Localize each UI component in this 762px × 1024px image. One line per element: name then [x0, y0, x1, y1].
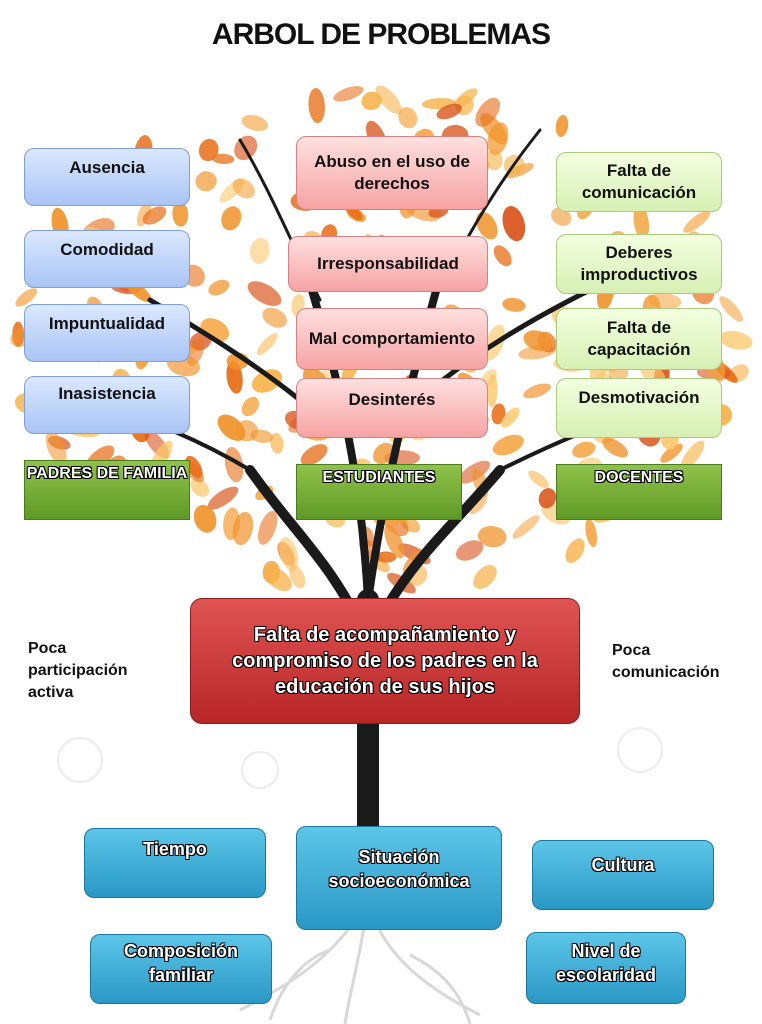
leaf [249, 237, 270, 264]
leaf [491, 403, 506, 425]
leaf [376, 551, 397, 563]
leaf [289, 564, 306, 589]
effect-deberes-improductivos: Deberes improductivos [556, 234, 722, 294]
effect-ausencia: Ausencia [24, 148, 190, 206]
leaf [221, 206, 242, 231]
cause-nivel-escolaridad: Nivel de escolaridad [526, 932, 686, 1004]
effect-falta-comunicacion: Falta de comunicación [556, 152, 722, 212]
background-watermarks [57, 727, 663, 789]
effect-mal-comportamiento: Mal comportamiento [296, 308, 488, 370]
leaf [648, 292, 682, 309]
leaf [719, 296, 743, 322]
leaf [217, 414, 246, 441]
leaf [538, 488, 557, 509]
leaf [398, 107, 418, 129]
leaf [373, 442, 395, 465]
cause-tiempo: Tiempo [84, 828, 266, 898]
leaf [455, 540, 484, 561]
leaf [523, 330, 553, 351]
leaf [172, 201, 189, 227]
leaf [473, 565, 497, 589]
leaf [501, 407, 520, 428]
leaf [224, 446, 244, 483]
leaf [247, 281, 282, 306]
leaf [361, 91, 382, 111]
leaf [263, 566, 292, 592]
leaf [308, 88, 325, 124]
leaf [195, 171, 217, 192]
leaf [719, 330, 753, 350]
leaf [585, 518, 598, 548]
central-problem: Falta de acompañamiento y compromiso de … [190, 598, 580, 724]
leaf [475, 97, 501, 127]
leaf [142, 206, 167, 225]
leaf [279, 536, 299, 571]
leaf [436, 103, 462, 120]
leaf [476, 211, 498, 240]
leaf [512, 515, 540, 539]
leaf [136, 201, 152, 227]
effect-comodidad: Comodidad [24, 230, 190, 288]
leaf [680, 440, 705, 471]
leaf [486, 149, 503, 171]
effect-desmotivacion: Desmotivación [556, 378, 722, 438]
cause-situacion-socioeconomica: Situación socioeconómica [296, 826, 502, 930]
leaf [208, 279, 230, 296]
leaf [492, 434, 524, 456]
page-title: ARBOL DE PROBLEMAS [211, 18, 551, 51]
leaf [270, 432, 284, 454]
effect-desinteres: Desinterés [296, 378, 488, 438]
leaf [523, 383, 551, 399]
leaf [232, 178, 255, 199]
effect-falta-capacitacion: Falta de capacitación [556, 308, 722, 370]
leaf [190, 478, 210, 497]
leaf [683, 210, 711, 233]
leaf [333, 86, 364, 102]
leaf [300, 444, 328, 466]
leaf [375, 85, 402, 115]
leaf [555, 114, 569, 138]
leaf [493, 245, 512, 267]
leaf [262, 307, 287, 328]
leaf [212, 153, 235, 165]
leaf [572, 441, 596, 458]
leaf [477, 525, 507, 548]
side-note-left: Poca participación activa [28, 640, 128, 701]
effect-impuntualidad: Impuntualidad [24, 304, 190, 362]
leaf [193, 504, 217, 533]
leaf [45, 431, 67, 465]
leaf [207, 486, 239, 510]
leaf [198, 138, 219, 162]
leaf [468, 493, 487, 515]
leaf [15, 288, 38, 307]
leaf [528, 470, 549, 489]
group-docentes: DOCENTES [556, 464, 722, 520]
leaf [384, 524, 405, 559]
leaf [565, 538, 585, 564]
leaf [232, 511, 254, 546]
side-note-right: Poca comunicación [612, 642, 720, 681]
leaf [660, 443, 683, 463]
leaf [502, 205, 526, 242]
leaf [258, 510, 278, 545]
leaf [633, 204, 650, 240]
leaf [602, 437, 629, 458]
leaf [502, 297, 526, 312]
leaf [550, 207, 572, 226]
group-padres-de-familia: PADRES DE FAMILIA [24, 460, 190, 520]
effect-irresponsabilidad: Irresponsabilidad [288, 236, 488, 292]
leaf [241, 396, 260, 417]
effect-abuso-derechos: Abuso en el uso de derechos [296, 136, 488, 210]
cause-composicion-familiar: Composición familiar [90, 934, 272, 1004]
leaf [251, 369, 283, 393]
effect-inasistencia: Inasistencia [24, 376, 190, 434]
group-estudiantes: ESTUDIANTES [296, 464, 462, 520]
leaf [241, 114, 269, 132]
cause-cultura: Cultura [532, 840, 714, 910]
leaf [256, 333, 278, 356]
